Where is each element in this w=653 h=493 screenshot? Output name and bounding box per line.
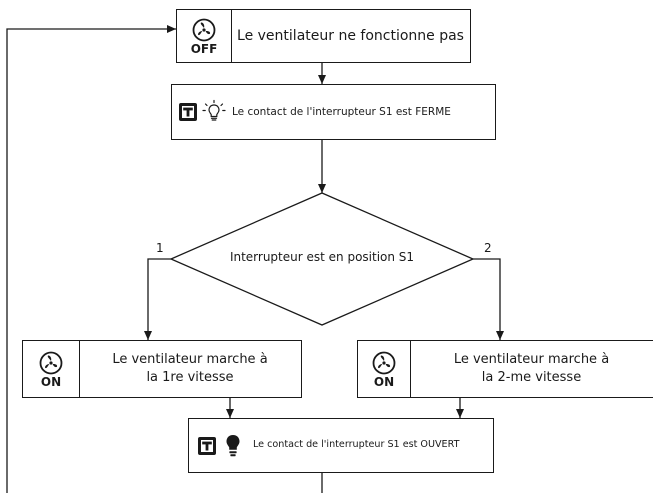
speed1-text: Le ventilateur marche à la 1re vitesse xyxy=(79,341,301,397)
loop-back-connector xyxy=(6,25,176,493)
speed1-line2: la 1re vitesse xyxy=(146,370,234,385)
fan-off-label: OFF xyxy=(190,41,218,56)
contact-open-node: Le contact de l'interrupteur S1 est OUVE… xyxy=(188,418,494,473)
bulb-on-icon xyxy=(226,434,240,456)
contact-closed-node: Le contact de l'interrupteur S1 est FERM… xyxy=(171,84,496,140)
start-node: OFF Le ventilateur ne fonctionne pas xyxy=(176,9,471,63)
contact-closed-text: Le contact de l'interrupteur S1 est FERM… xyxy=(232,105,451,118)
branch-1-connector xyxy=(144,258,171,340)
contact-open-text: Le contact de l'interrupteur S1 est OUVE… xyxy=(253,439,460,451)
speed2-node: ON Le ventilateur marche à la 2-me vites… xyxy=(357,340,653,398)
contact-open-icons xyxy=(189,419,249,472)
fan-on-label: ON xyxy=(40,374,62,389)
fan-on-label: ON xyxy=(373,374,395,389)
fan-icon xyxy=(372,351,396,374)
decision-text: Interrupteur est en position S1 xyxy=(229,250,415,264)
branch-2-connector xyxy=(473,258,504,340)
speed2-text: Le ventilateur marche à la 2-me vitesse xyxy=(410,341,653,397)
speed1-node: ON Le ventilateur marche à la 1re vitess… xyxy=(22,340,302,398)
fan-on-cell-1: ON xyxy=(23,341,80,397)
switch-icon xyxy=(198,436,216,455)
start-text: Le ventilateur ne fonctionne pas xyxy=(237,27,464,44)
fan-icon xyxy=(39,351,63,374)
speed2-line1: Le ventilateur marche à xyxy=(453,352,610,368)
switch-icon xyxy=(178,103,197,121)
fan-icon xyxy=(192,18,216,41)
fan-off-cell: OFF xyxy=(177,10,232,62)
contact-closed-icons xyxy=(172,85,232,139)
decision-diamond xyxy=(169,192,475,326)
branch-label-1: 1 xyxy=(156,241,164,255)
branch-label-2: 2 xyxy=(484,241,492,255)
fan-on-cell-2: ON xyxy=(358,341,411,397)
speed1-line1: Le ventilateur marche à xyxy=(112,352,268,368)
speed2-line2: la 2-me vitesse xyxy=(481,370,582,385)
bulb-off-icon xyxy=(201,99,226,121)
